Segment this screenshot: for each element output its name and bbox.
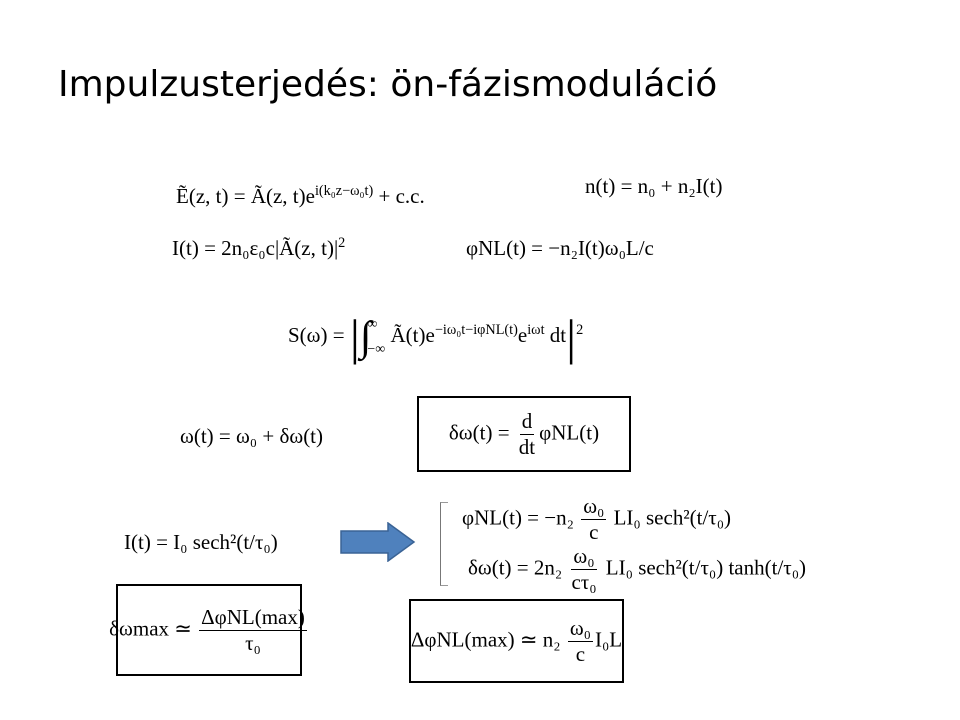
refractive-index-equation: n(t) = n₀ + n₂I(t) bbox=[585, 174, 723, 198]
sech-intensity-equation: I(t) = I₀ sech²(t/τ₀) bbox=[124, 530, 278, 554]
max-frequency-shift-box: δωmax ≃ ΔφNL(max)τ₀ bbox=[109, 584, 307, 676]
slide-title: Impulzusterjedés: ön-fázismoduláció bbox=[58, 64, 718, 105]
instantaneous-frequency-equation: ω(t) = ω₀ + δω(t) bbox=[180, 424, 324, 448]
nonlinear-phase-equation: φNL(t) = −n₂I(t)ω₀L/c bbox=[466, 236, 654, 260]
max-frequency-shift-equation: δωmax ≃ ΔφNL(max)τ₀ bbox=[109, 604, 307, 655]
right-arrow-icon bbox=[340, 522, 416, 562]
spectrum-equation: S(ω) = |∫∞−∞ Ã(t)e−iω₀t−iφNL(t)eiωt dt|2 bbox=[288, 309, 584, 366]
intensity-equation: I(t) = 2n₀ε₀c|Ã(z, t)|2 bbox=[172, 235, 346, 260]
equation-group-bracket bbox=[440, 502, 448, 586]
field-equation: Ẽ(z, t) = Ã(z, t)ei(k₀z−ω₀t) + c.c. bbox=[176, 183, 425, 208]
